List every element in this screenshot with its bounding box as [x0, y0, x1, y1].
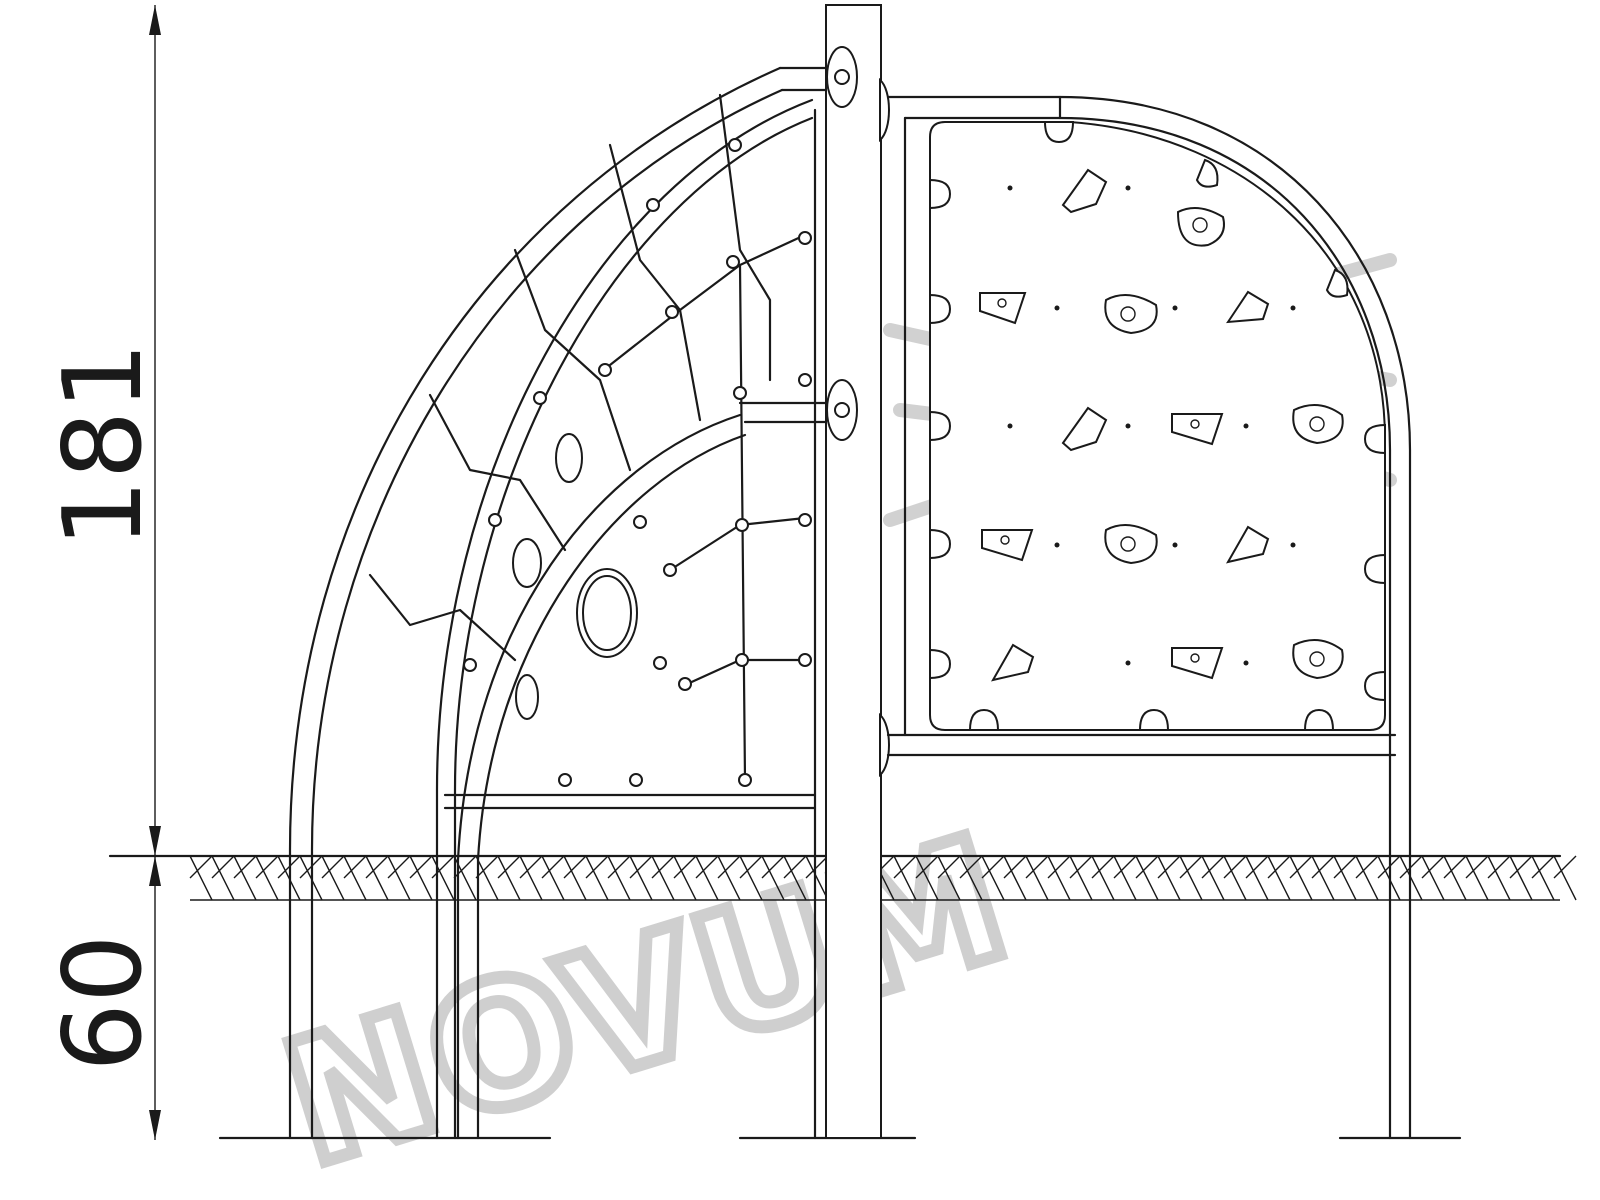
dimension-above-ground-label: 181 [41, 342, 166, 548]
watermark-brand-text: NOVUM [265, 799, 1032, 1200]
climbing-net-structure [288, 66, 842, 1140]
climbing-wall-structure [886, 95, 1412, 1140]
porthole-medium [512, 538, 542, 588]
central-post [813, 4, 890, 1140]
dimension-annotations: 181 60 [41, 5, 166, 1140]
dimension-below-ground-label: 60 [41, 934, 166, 1071]
porthole-small [555, 433, 583, 483]
climbing-holds [979, 168, 1344, 682]
ground-line [108, 854, 1577, 901]
climbing-board [929, 121, 1386, 731]
